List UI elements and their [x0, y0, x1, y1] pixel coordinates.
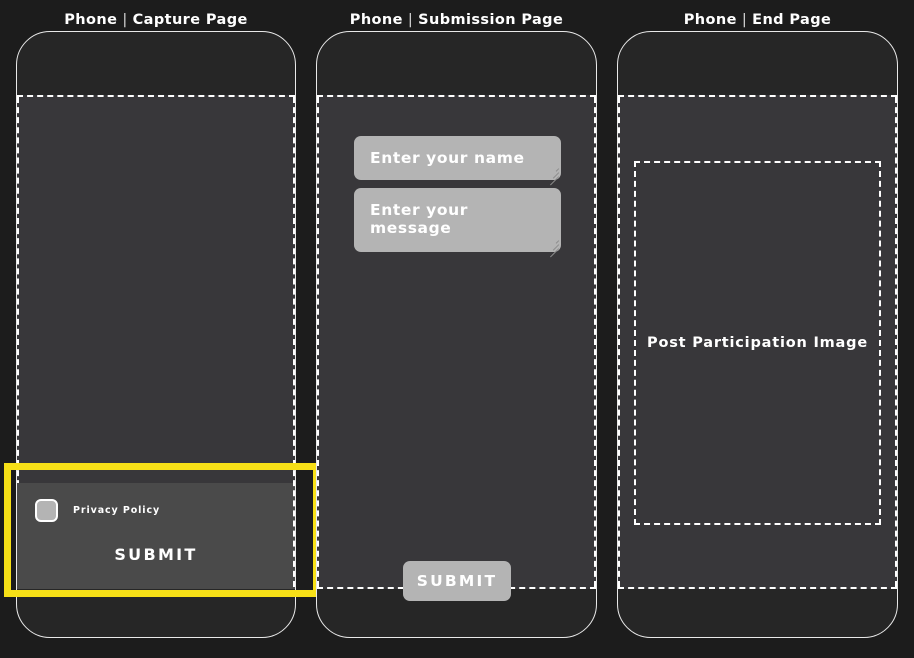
capture-screen-area: Privacy Policy SUBMIT — [17, 95, 295, 589]
end-screen-area: Post Participation Image — [618, 95, 897, 589]
phone-header-page-label: Capture Page — [132, 12, 248, 28]
name-input[interactable] — [354, 136, 561, 180]
privacy-policy-label: Privacy Policy — [73, 505, 161, 516]
phone-header-device-label: Phone — [64, 12, 118, 28]
privacy-policy-row[interactable]: Privacy Policy — [35, 499, 160, 522]
capture-consent-panel: Privacy Policy SUBMIT — [17, 483, 295, 589]
phone-header-capture: Phone|Capture Page — [16, 10, 296, 30]
phone-frame-end: Post Participation Image — [617, 31, 898, 638]
phone-header-page-label: Submission Page — [418, 12, 564, 28]
phone-frame-submission: SUBMIT — [316, 31, 597, 638]
phone-header-device-label: Phone — [349, 12, 403, 28]
phone-header-device-label: Phone — [683, 12, 737, 28]
phone-header-separator: | — [122, 12, 128, 28]
post-participation-image-placeholder[interactable]: Post Participation Image — [634, 161, 881, 525]
phone-frame-capture: Privacy Policy SUBMIT — [16, 31, 296, 638]
capture-submit-button[interactable]: SUBMIT — [114, 545, 198, 564]
submission-submit-button[interactable]: SUBMIT — [403, 561, 511, 601]
phone-header-separator: | — [741, 12, 748, 28]
name-field-wrapper — [354, 136, 561, 186]
message-input[interactable] — [354, 188, 561, 252]
phone-header-page-label: End Page — [752, 12, 832, 28]
message-field-wrapper — [354, 188, 561, 258]
phone-header-end: Phone|End Page — [617, 10, 898, 30]
post-participation-image-label: Post Participation Image — [647, 335, 868, 351]
submission-screen-area: SUBMIT — [317, 95, 596, 601]
privacy-policy-checkbox[interactable] — [35, 499, 58, 522]
phone-header-separator: | — [407, 12, 414, 28]
phone-header-submission: Phone|Submission Page — [316, 10, 597, 30]
